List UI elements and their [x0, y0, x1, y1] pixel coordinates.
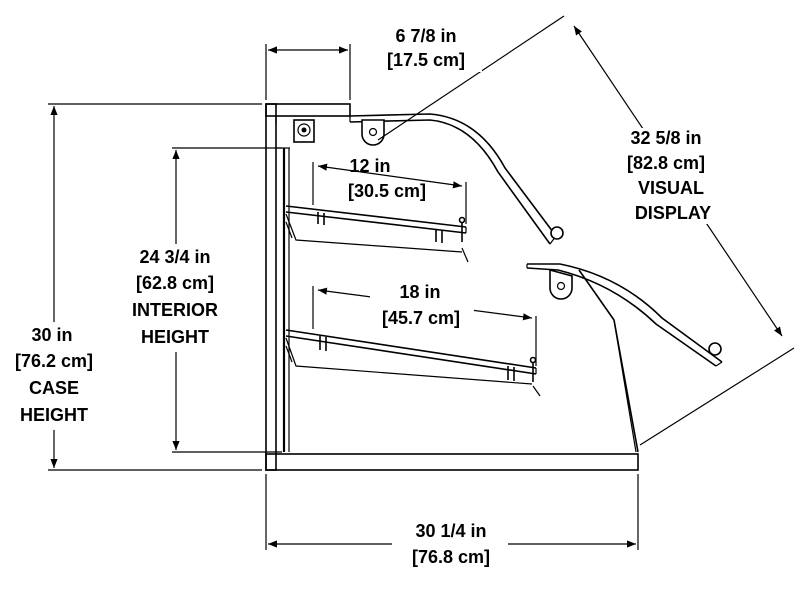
label-top-depth: 6 7/8 in [17.5 cm] — [372, 24, 482, 72]
interior-height-label-1: INTERIOR — [132, 300, 218, 320]
label-base-depth: 30 1/4 in [76.8 cm] — [392, 520, 508, 570]
label-visual-display: 32 5/8 in [82.8 cm] VISUAL DISPLAY — [614, 128, 718, 224]
visual-display-imperial: 32 5/8 in — [630, 128, 701, 148]
case-height-label-2: HEIGHT — [20, 405, 88, 425]
interior-height-metric: [62.8 cm] — [136, 273, 214, 293]
base-depth-imperial: 30 1/4 in — [415, 521, 486, 541]
upper-shelf-metric: [30.5 cm] — [348, 181, 426, 201]
visual-display-metric: [82.8 cm] — [627, 153, 705, 173]
case-height-imperial: 30 in — [31, 325, 72, 345]
front-wall — [578, 269, 639, 453]
upper-shelf-imperial: 12 in — [349, 156, 390, 176]
case-height-metric: [76.2 cm] — [15, 351, 93, 371]
interior-height-imperial: 24 3/4 in — [139, 247, 210, 267]
glass-knob-lower — [708, 342, 722, 356]
dim-upper-shelf — [312, 162, 467, 224]
top-depth-imperial: 6 7/8 in — [395, 26, 456, 46]
top-depth-metric: [17.5 cm] — [387, 50, 465, 70]
case-height-label-1: CASE — [29, 378, 79, 398]
visual-display-label-2: DISPLAY — [635, 203, 711, 223]
label-case-height: 30 in [76.2 cm] CASE HEIGHT — [4, 322, 106, 430]
curved-glass-upper — [349, 113, 564, 245]
curved-glass-lower — [526, 263, 723, 367]
lower-shelf-metric: [45.7 cm] — [382, 308, 460, 328]
rear-wall — [265, 103, 277, 471]
interior-height-label-2: HEIGHT — [141, 327, 209, 347]
lower-shelf — [285, 329, 541, 397]
hinge-lower — [549, 268, 573, 300]
bolt-icon — [293, 119, 315, 143]
glass-knob-upper — [550, 226, 564, 240]
label-interior-height: 24 3/4 in [62.8 cm] INTERIOR HEIGHT — [118, 244, 234, 352]
visual-display-label-1: VISUAL — [638, 178, 704, 198]
hinge-upper — [361, 119, 385, 146]
label-upper-shelf: 12 in [30.5 cm] — [348, 156, 426, 201]
base — [265, 453, 639, 471]
dim-top-depth — [265, 44, 351, 100]
base-depth-metric: [76.8 cm] — [412, 547, 490, 567]
front-wall-inner — [613, 319, 637, 453]
upper-shelf — [285, 205, 469, 263]
top-panel — [265, 103, 351, 117]
lower-shelf-imperial: 18 in — [399, 282, 440, 302]
label-lower-shelf: 18 in [45.7 cm] — [370, 280, 474, 332]
